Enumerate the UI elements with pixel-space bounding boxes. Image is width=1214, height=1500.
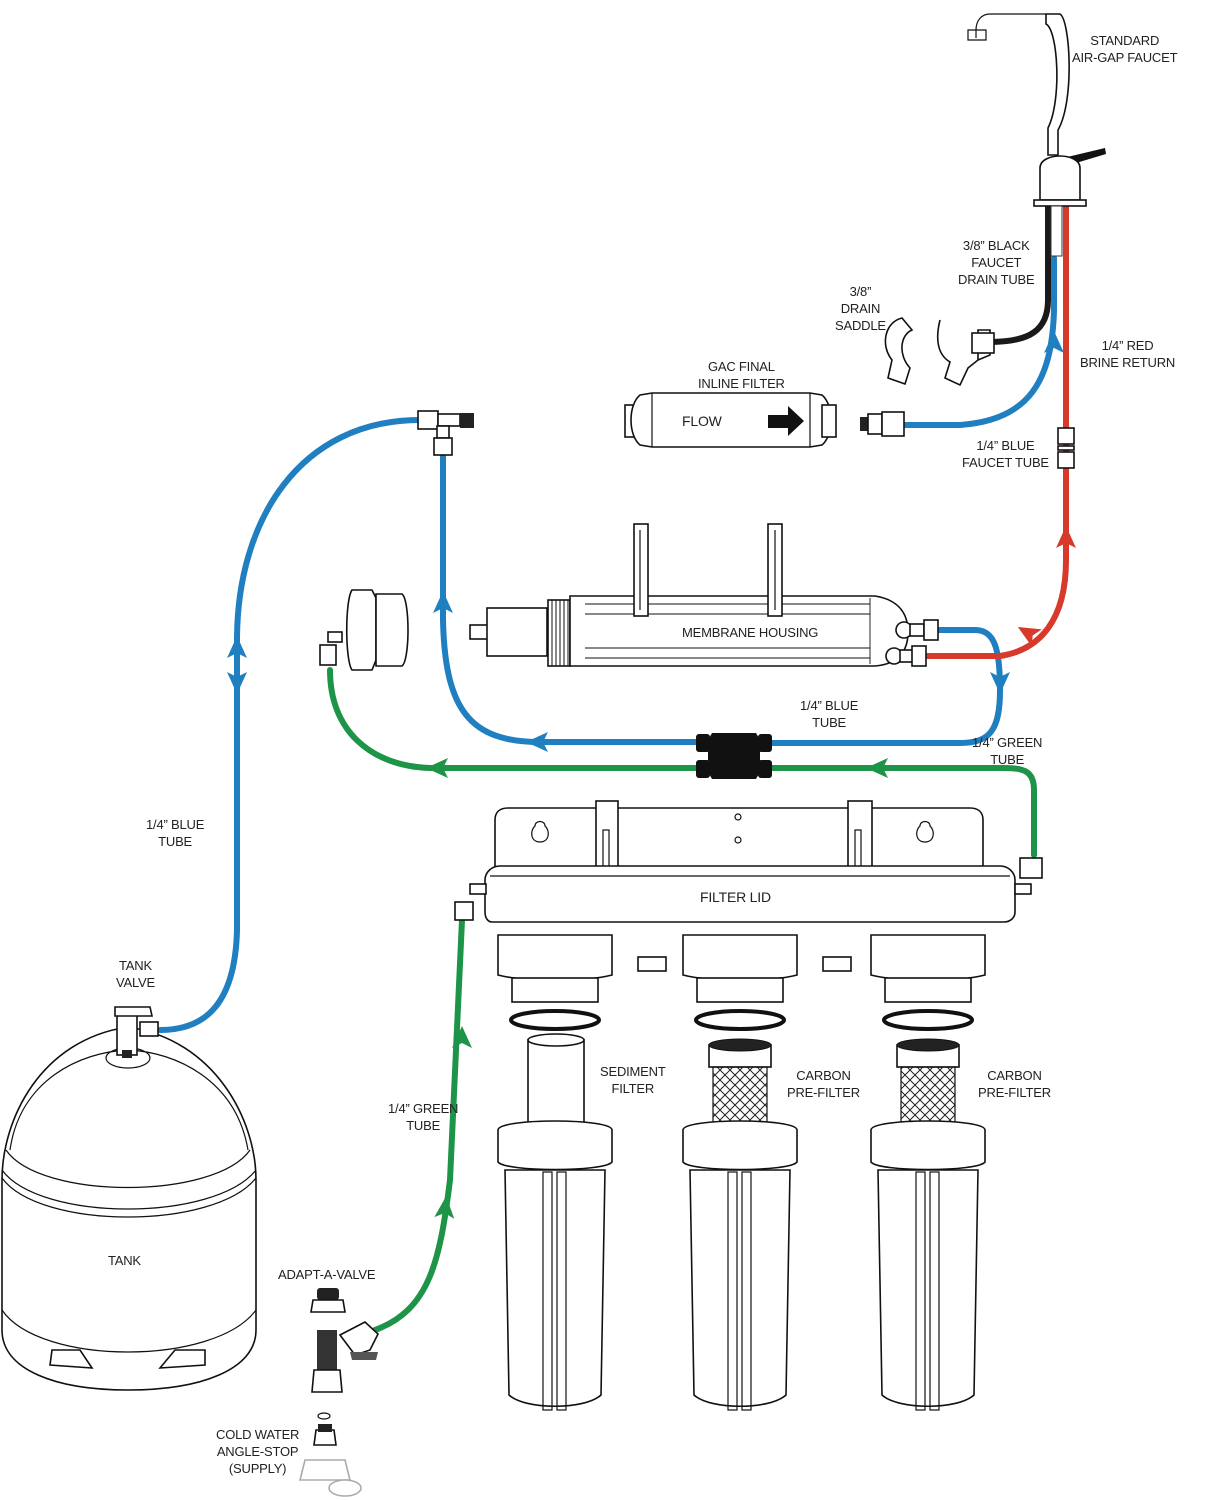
filter-housing: [689, 1169, 791, 1407]
storage-tank: [1, 1006, 257, 1391]
filter-housing: [877, 1169, 979, 1407]
flow-direction-arrow-icon: [452, 1026, 472, 1048]
housing-collar: [682, 1120, 798, 1171]
filter-head: [870, 934, 986, 982]
cartridge-top: [527, 1033, 585, 1047]
filter-heads: [497, 934, 986, 1411]
o-ring: [882, 1009, 974, 1031]
housing-collar: [870, 1120, 986, 1171]
flow-direction-arrow-icon: [434, 1196, 455, 1219]
label-adapt-a-valve: ADAPT-A-VALVE: [278, 1267, 376, 1282]
blue-tube-tank: [157, 417, 423, 1033]
label-membrane-housing: MEMBRANE HOUSING: [682, 625, 819, 640]
green-tube-to-housing: [327, 667, 703, 771]
membrane-housing: [319, 523, 939, 671]
housing-rib: [915, 1171, 926, 1411]
drain-saddle: [884, 317, 995, 387]
flow-direction-arrow-icon: [866, 758, 888, 778]
housing-rib: [741, 1171, 752, 1411]
faucet-tube-coupler: [1057, 427, 1075, 469]
red-brine-tube: [922, 202, 1069, 659]
nipple-connector: [637, 956, 667, 972]
flow-direction-arrow-icon: [433, 591, 453, 613]
cartridge-top: [708, 1038, 772, 1052]
center-connectors: [696, 733, 772, 779]
flow-direction-arrow-icon: [1017, 627, 1042, 647]
housing-rib: [727, 1171, 738, 1411]
housing-rib: [542, 1171, 553, 1411]
flow-direction-arrow-icon: [990, 672, 1010, 694]
black-drain-tube: [987, 202, 1051, 345]
nipple-connector: [822, 956, 852, 972]
green-tube-supply: [372, 917, 465, 1333]
flow-direction-arrow-icon: [227, 672, 247, 694]
o-ring: [694, 1009, 786, 1031]
flow-direction-arrow-icon: [227, 636, 247, 658]
tubes: [157, 202, 1076, 1333]
air-gap-faucet: [967, 13, 1106, 257]
o-ring: [509, 1009, 601, 1031]
flow-direction-arrow-icon: [426, 758, 448, 778]
blue-faucet-tube: [902, 255, 1057, 428]
adapt-a-valve: [298, 1288, 379, 1497]
green-tube-top: [767, 765, 1037, 858]
filter-head: [682, 934, 798, 982]
filter-lid-bracket: [454, 800, 1043, 923]
filter-housing: [504, 1169, 606, 1407]
cartridge-top: [896, 1038, 960, 1052]
housing-rib: [556, 1171, 567, 1411]
flow-direction-arrow-icon: [1044, 331, 1064, 353]
label-filter-lid: FILTER LID: [700, 889, 771, 905]
filter-head: [497, 934, 613, 982]
flow-direction-arrow-icon: [526, 732, 548, 752]
label-flow: FLOW: [682, 413, 722, 429]
gac-inline-filter: [624, 392, 905, 448]
housing-rib: [929, 1171, 940, 1411]
flow-direction-arrow-icon: [1056, 526, 1076, 548]
housing-collar: [497, 1120, 613, 1171]
filter-head-threads: [511, 977, 599, 1003]
flow-arrow-icon: [768, 406, 804, 436]
t-fitting: [417, 410, 474, 456]
label-tank: TANK: [108, 1253, 141, 1268]
filter-head-threads: [696, 977, 784, 1003]
blue-tube-t-down: [440, 447, 703, 745]
filter-head-threads: [884, 977, 972, 1003]
